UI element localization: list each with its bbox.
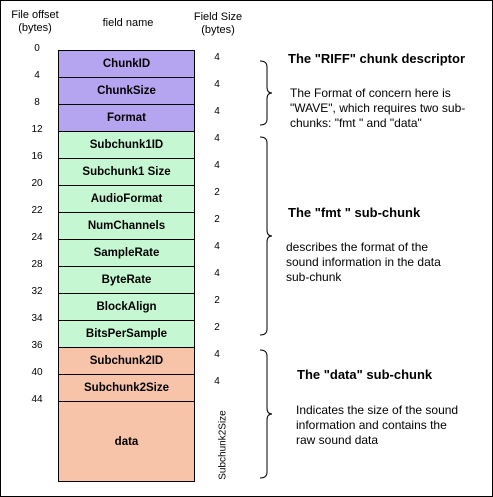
field-chunkid: ChunkID [58, 50, 195, 78]
field-name-label: ByteRate [101, 274, 152, 286]
data-brace [259, 349, 273, 479]
field-name-label: Subchunk2Size [84, 382, 169, 394]
offset-label: 22 [31, 205, 43, 216]
offset-label: 8 [34, 97, 40, 108]
field-name-header: field name [102, 17, 154, 29]
field-name-label: NumChannels [87, 220, 166, 232]
data-section-title: The "data" sub-chunk [297, 367, 433, 382]
field-size-label: 2 [214, 214, 220, 225]
field-name-label: Subchunk1 Size [82, 166, 171, 178]
field-size-label: 4 [214, 106, 220, 117]
field-size-label: 2 [214, 187, 220, 198]
field-size-label: 4 [214, 133, 220, 144]
field-name-label: BlockAlign [96, 301, 157, 313]
offset-label: 24 [31, 232, 43, 243]
field-name-label: SampleRate [93, 247, 160, 259]
field-name-label: ChunkID [102, 58, 151, 70]
offset-label: 20 [31, 178, 43, 189]
field-subchunk1id: Subchunk1ID [58, 131, 195, 159]
offset-label: 16 [31, 151, 43, 162]
fmt-section-title: The "fmt " sub-chunk [288, 205, 421, 220]
offset-label: 4 [34, 70, 40, 81]
riff-section-description: The Format of concern here is "WAVE", wh… [290, 86, 466, 130]
data-section-description: Indicates the size of the sound informat… [296, 403, 459, 447]
field-blockalign: BlockAlign [58, 293, 195, 321]
field-size-label: 2 [214, 322, 220, 333]
field-size-label: 4 [214, 349, 220, 360]
offset-label: 32 [31, 286, 43, 297]
fmt-section-description: describes the format of the sound inform… [286, 240, 441, 284]
field-size-label: 4 [214, 241, 220, 252]
field-name-label: Format [107, 112, 146, 124]
field-size-label: 4 [214, 268, 220, 279]
field-size-label: 2 [214, 295, 220, 306]
offset-label: 40 [31, 367, 43, 378]
field-name-label: BitsPerSample [85, 328, 168, 340]
field-size-header: Field Size(bytes) [193, 11, 243, 36]
offset-label: 0 [34, 43, 40, 54]
offset-label: 28 [31, 259, 43, 270]
offset-label: 44 [31, 394, 43, 405]
field-name-label: Subchunk2ID [89, 355, 164, 367]
field-size-label: 4 [214, 160, 220, 171]
field-name-label: data [114, 435, 139, 448]
fmt-brace [259, 136, 273, 336]
field-data: data [58, 401, 195, 482]
riff-section-title: The "RIFF" chunk descriptor [288, 51, 466, 66]
field-name-label: Subchunk1ID [89, 139, 164, 151]
field-samplerate: SampleRate [58, 239, 195, 267]
offset-label: 34 [31, 313, 43, 324]
field-size-label: 4 [214, 79, 220, 90]
field-name-label: AudioFormat [90, 193, 163, 205]
file-offset-header: File offset(bytes) [11, 9, 59, 34]
field-size-label: 4 [214, 376, 220, 387]
riff-brace [259, 60, 273, 126]
offset-label: 12 [31, 124, 43, 135]
field-name-label: ChunkSize [97, 85, 156, 97]
field-numchannels: NumChannels [58, 212, 195, 240]
offset-label: 36 [31, 340, 43, 351]
field-size-label: 4 [214, 52, 220, 63]
